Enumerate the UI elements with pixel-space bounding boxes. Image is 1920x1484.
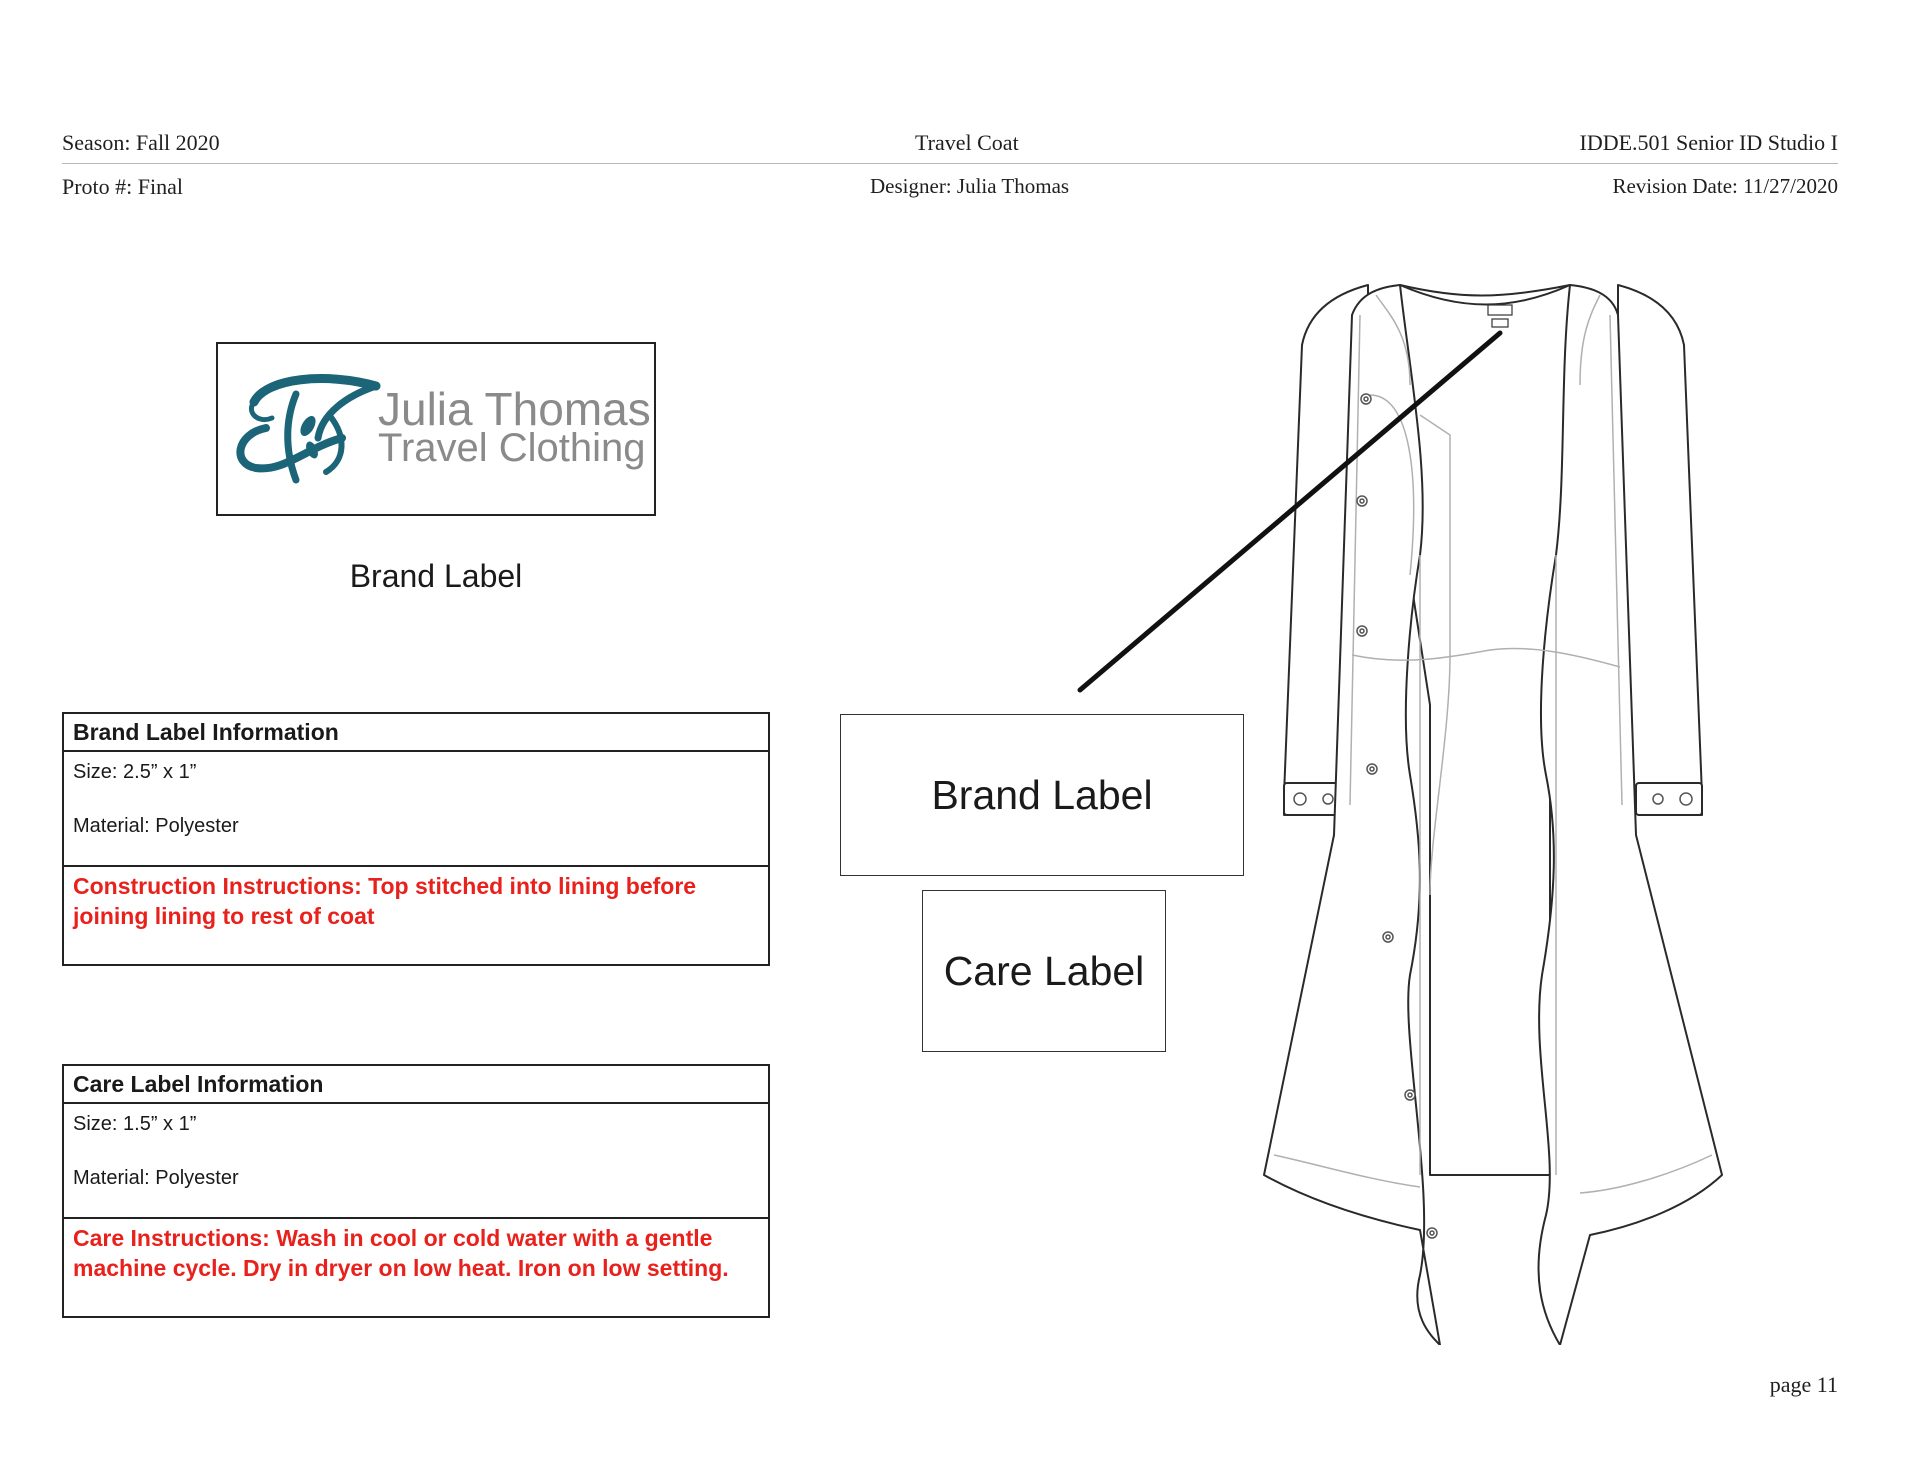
care-label-box: Care Label bbox=[922, 890, 1166, 1052]
proto-text: Proto #: Final bbox=[62, 174, 184, 199]
course-text: IDDE.501 Senior ID Studio I bbox=[1579, 130, 1838, 155]
designer-text: Designer: Julia Thomas bbox=[870, 174, 1070, 198]
julia-thomas-logo-icon bbox=[236, 374, 381, 484]
brand-label-box: Brand Label bbox=[840, 714, 1244, 876]
revision-date-text: Revision Date: 11/27/2020 bbox=[1612, 174, 1838, 198]
care-info-material: Material: Polyester bbox=[73, 1167, 239, 1189]
season-text: Season: Fall 2020 bbox=[62, 130, 220, 155]
document-title: Travel Coat bbox=[915, 130, 1019, 155]
care-info-heading: Care Label Information bbox=[64, 1066, 768, 1104]
brand-info-material: Material: Polyester bbox=[73, 815, 239, 837]
care-instructions: Care Instructions: Wash in cool or cold … bbox=[73, 1225, 729, 1281]
brand-info-details: Size: 2.5” x 1” Material: Polyester bbox=[64, 752, 768, 867]
brand-info-size: Size: 2.5” x 1” bbox=[73, 761, 197, 783]
page-number: page 11 bbox=[1769, 1372, 1838, 1397]
brand-info-heading: Brand Label Information bbox=[64, 714, 768, 752]
brand-label-caption: Brand Label bbox=[349, 558, 523, 594]
construction-instructions: Construction Instructions: Top stitched … bbox=[73, 873, 697, 929]
header-divider bbox=[62, 163, 1838, 164]
care-label-info-table: Care Label Information Size: 1.5” x 1” M… bbox=[62, 1064, 770, 1318]
care-info-details: Size: 1.5” x 1” Material: Polyester bbox=[64, 1104, 768, 1219]
brand-label-artwork: Julia Thomas Travel Clothing bbox=[216, 342, 656, 516]
travel-coat-flat-sketch bbox=[1263, 284, 1723, 1345]
care-info-size: Size: 1.5” x 1” bbox=[73, 1113, 197, 1135]
logo-tagline-text: Travel Clothing bbox=[378, 426, 646, 470]
logo-name-text: Julia Thomas bbox=[378, 383, 651, 435]
brand-label-info-table: Brand Label Information Size: 2.5” x 1” … bbox=[62, 712, 770, 966]
